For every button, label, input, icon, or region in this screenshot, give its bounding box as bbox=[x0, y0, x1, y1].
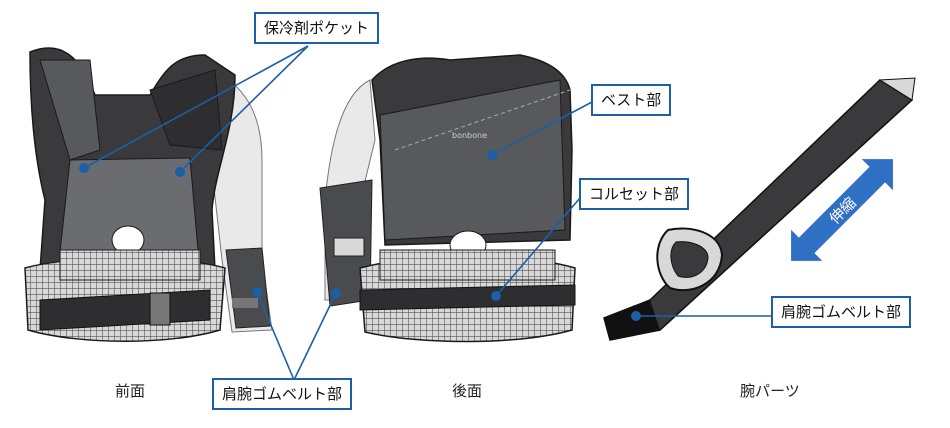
leader-lines bbox=[83, 45, 772, 381]
back-vest: bonbone bbox=[319, 54, 576, 343]
arm-rubber-belt-callout: 肩腕ゴムベルト部 bbox=[771, 296, 912, 328]
cooling-pocket-callout: 保冷剤ポケット bbox=[254, 12, 380, 44]
back-caption: 後面 bbox=[452, 382, 483, 400]
leader-dots bbox=[79, 150, 641, 321]
arm-parts-caption: 腕パーツ bbox=[740, 382, 800, 400]
arm-part bbox=[603, 77, 916, 341]
front-arm-buckle bbox=[232, 298, 258, 308]
shoulder-rubber-belt-callout: 肩腕ゴムベルト部 bbox=[212, 378, 353, 410]
vest-part-callout: ベスト部 bbox=[591, 84, 672, 116]
front-caption: 前面 bbox=[115, 382, 146, 400]
brand-mark: bonbone bbox=[452, 131, 487, 140]
front-vest bbox=[24, 47, 273, 342]
corset-part-callout: コルセット部 bbox=[579, 178, 690, 210]
